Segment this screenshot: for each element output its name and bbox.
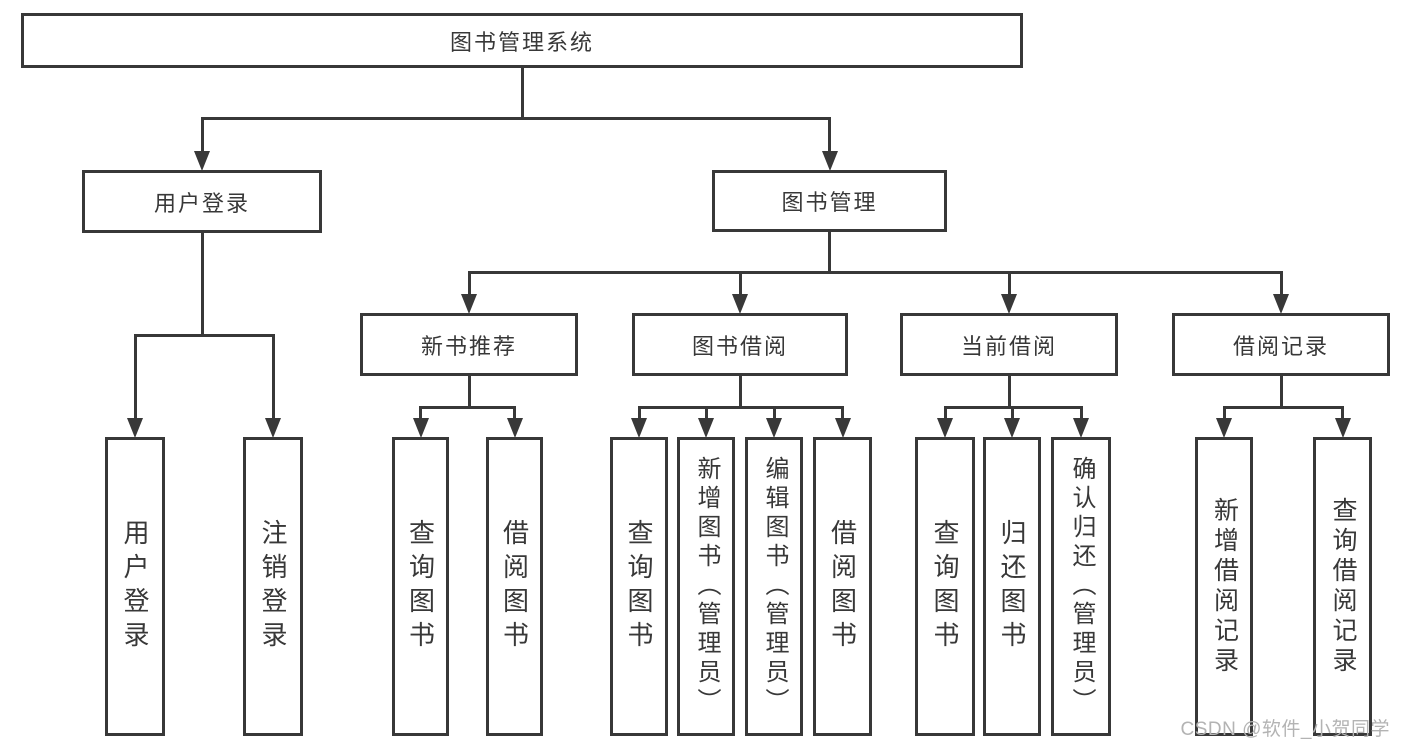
- node-cb-query: 查询图书: [915, 437, 975, 736]
- node-borrow-records: 借阅记录: [1172, 313, 1390, 376]
- connector-line: [1341, 407, 1344, 423]
- arrow-down-icon: [1004, 418, 1020, 438]
- node-br-add: 新增借阅记录: [1195, 437, 1253, 736]
- arrow-down-icon: [766, 418, 782, 438]
- connector-line: [133, 333, 275, 337]
- connector-line: [467, 375, 471, 407]
- node-label: 注销登录: [258, 518, 288, 655]
- connector-line: [1079, 407, 1083, 423]
- node-cb-confirm: 确认归还（管理员）: [1051, 437, 1111, 736]
- node-label: 图书管理系统: [449, 29, 594, 55]
- node-label: 借阅记录: [1232, 333, 1329, 359]
- connector-line: [200, 118, 204, 156]
- connector-line: [1222, 405, 1344, 409]
- arrow-down-icon: [1216, 418, 1232, 438]
- node-label: 用户登录: [153, 190, 250, 216]
- connector-line: [419, 407, 422, 423]
- node-label: 查询图书: [405, 518, 436, 655]
- node-label: 借阅图书: [499, 518, 530, 655]
- connector-line: [200, 116, 831, 120]
- node-login-v: 用户登录: [105, 437, 165, 736]
- connector-line: [133, 335, 137, 423]
- node-new-book-rec: 新书推荐: [360, 313, 578, 376]
- node-bb-add: 新增图书（管理员）: [677, 437, 735, 736]
- node-label: 新书推荐: [420, 333, 517, 359]
- arrow-down-icon: [412, 418, 429, 438]
- node-label: 编辑图书（管理员）: [761, 456, 788, 717]
- arrow-down-icon: [937, 418, 953, 438]
- arrow-down-icon: [1073, 418, 1089, 438]
- arrow-down-icon: [1334, 418, 1351, 438]
- node-br-query: 查询借阅记录: [1313, 437, 1372, 736]
- arrow-down-icon: [127, 418, 143, 438]
- node-label: 查询图书: [930, 518, 960, 655]
- node-logout-v: 注销登录: [243, 437, 303, 736]
- connector-line: [828, 118, 831, 156]
- connector-line: [1007, 272, 1011, 299]
- connector-line: [1007, 375, 1011, 407]
- arrow-down-icon: [265, 418, 281, 438]
- connector-line: [1010, 407, 1014, 423]
- arrow-down-icon: [1001, 294, 1017, 314]
- node-book-borrow: 图书借阅: [632, 313, 848, 376]
- node-label: 用户登录: [120, 518, 150, 655]
- node-label: 确认归还（管理员）: [1068, 456, 1095, 717]
- node-nbr-query: 查询图书: [392, 437, 449, 736]
- node-label: 图书借阅: [691, 333, 788, 359]
- node-label: 归还图书: [997, 518, 1027, 655]
- watermark: CSDN @软件_小贺同学: [1180, 719, 1390, 740]
- connector-line: [271, 335, 275, 423]
- node-book-mgmt: 图书管理: [712, 170, 947, 232]
- connector-line: [200, 232, 204, 335]
- connector-line: [467, 270, 1283, 274]
- connector-line: [943, 407, 947, 423]
- connector-line: [772, 407, 776, 423]
- connector-line: [419, 405, 516, 409]
- connector-line: [704, 407, 708, 423]
- connector-line: [637, 407, 641, 423]
- arrow-down-icon: [461, 294, 477, 314]
- node-label: 查询借阅记录: [1329, 496, 1357, 677]
- node-label: 新增图书（管理员）: [693, 456, 720, 717]
- connector-line: [738, 272, 742, 299]
- connector-line: [520, 67, 524, 118]
- arrow-down-icon: [506, 418, 523, 438]
- node-user-login: 用户登录: [82, 170, 322, 233]
- node-label: 查询图书: [624, 518, 654, 655]
- connector-line: [637, 405, 844, 409]
- node-bb-query: 查询图书: [610, 437, 668, 736]
- connector-line: [1222, 407, 1226, 423]
- node-nbr-borrow: 借阅图书: [486, 437, 543, 736]
- arrow-down-icon: [834, 418, 851, 438]
- arrow-down-icon: [1273, 294, 1289, 314]
- node-bb-borrow: 借阅图书: [813, 437, 872, 736]
- connector-line: [738, 375, 742, 407]
- connector-line: [1279, 272, 1283, 299]
- node-root: 图书管理系统: [21, 13, 1023, 68]
- connector-line: [841, 407, 844, 423]
- node-label: 借阅图书: [827, 518, 858, 655]
- connector-line: [467, 272, 471, 299]
- connector-line: [1279, 375, 1283, 407]
- node-label: 图书管理: [781, 190, 878, 215]
- connector-line: [513, 407, 516, 423]
- node-cb-return: 归还图书: [983, 437, 1041, 736]
- arrow-down-icon: [698, 418, 714, 438]
- arrow-down-icon: [194, 151, 210, 171]
- arrow-down-icon: [821, 151, 838, 171]
- node-current-borrow: 当前借阅: [900, 313, 1118, 376]
- node-bb-edit: 编辑图书（管理员）: [745, 437, 803, 736]
- node-label: 新增借阅记录: [1210, 496, 1239, 677]
- arrow-down-icon: [631, 418, 647, 438]
- connector-line: [828, 231, 831, 272]
- arrow-down-icon: [732, 294, 748, 314]
- node-label: 当前借阅: [960, 333, 1057, 359]
